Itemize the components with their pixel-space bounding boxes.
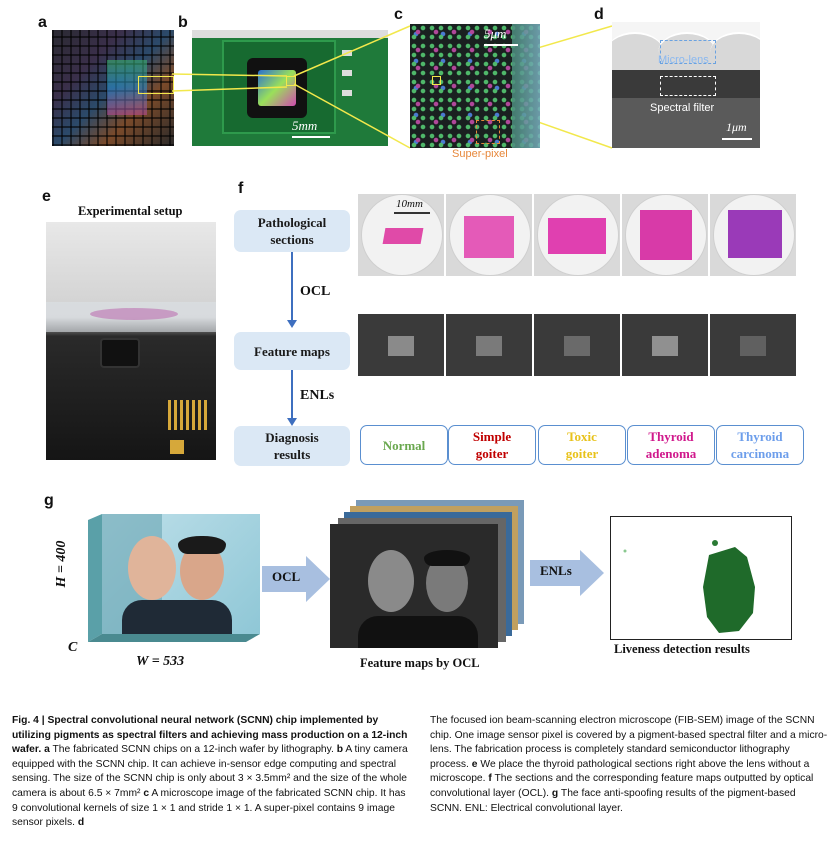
dish-toxic-goiter bbox=[534, 194, 620, 276]
panel-letter-b: b bbox=[178, 14, 188, 31]
ocl-big-arrow bbox=[262, 556, 330, 602]
scale-text-b: 5mm bbox=[292, 118, 318, 133]
figure-caption-left: Fig. 4 | Spectral convolutional neural n… bbox=[12, 714, 410, 831]
liveness-result-image bbox=[610, 516, 792, 640]
caption-a-letter: a bbox=[44, 744, 50, 756]
enls-big-arrow bbox=[530, 550, 604, 596]
scale-bar-b bbox=[292, 136, 330, 138]
channel-label: C bbox=[68, 640, 78, 655]
feature-map-normal bbox=[358, 314, 444, 376]
panel-letter-f: f bbox=[238, 180, 244, 197]
caption-g-letter: g bbox=[551, 787, 559, 799]
caption-f-letter: f bbox=[488, 773, 492, 785]
liveness-caption: Liveness detection results bbox=[614, 642, 750, 656]
fig-number: Fig. 4 | bbox=[12, 715, 45, 726]
caption-d-letter: d bbox=[77, 817, 85, 829]
scale-bar-c bbox=[484, 44, 518, 46]
feature-map-toxic-goiter bbox=[534, 314, 620, 376]
spectral-filter-label: Spectral filter bbox=[650, 102, 715, 114]
dish-thyroid-carcinoma bbox=[710, 194, 796, 276]
ocl-arrow-label: OCL bbox=[272, 569, 301, 584]
figure-caption-right: The focused ion beam-scanning electron m… bbox=[430, 714, 828, 816]
caption-f-text: The sections and the corresponding featu… bbox=[430, 773, 814, 799]
feature-map-thyroid-carcinoma bbox=[710, 314, 796, 376]
scale-bar-f bbox=[394, 212, 430, 214]
feature-map-simple-goiter bbox=[446, 314, 532, 376]
scale-text-f: 10mm bbox=[396, 198, 423, 210]
caption-c-text: A microscope image of the fabricated SCN… bbox=[12, 787, 406, 829]
panel-letter-a: a bbox=[38, 14, 47, 31]
enls-arrow-label: ENLs bbox=[540, 563, 572, 578]
wafer-photo bbox=[52, 30, 174, 146]
panel-letter-g: g bbox=[44, 492, 54, 509]
dish-normal: 10mm bbox=[358, 194, 444, 276]
diagnosis-normal: Normal bbox=[360, 425, 448, 465]
flow-arrowhead-2 bbox=[287, 418, 297, 426]
caption-a-text: The fabricated SCNN chips on a 12-inch w… bbox=[52, 744, 334, 756]
flow-diagnosis-results: Diagnosis results bbox=[234, 426, 350, 466]
flow-arrow-line-1 bbox=[291, 252, 293, 322]
flow-pathological-sections: Pathological sections bbox=[234, 210, 350, 252]
scale-bar-d bbox=[722, 138, 752, 140]
flow-enls-label: ENLs bbox=[300, 388, 335, 403]
dish-simple-goiter bbox=[446, 194, 532, 276]
input-face-image bbox=[102, 514, 260, 634]
caption-b-letter: b bbox=[336, 744, 344, 756]
scale-text-c: 5μm bbox=[484, 26, 507, 41]
caption-b-text: A tiny camera equipped with the SCNN chi… bbox=[12, 744, 408, 799]
width-label: W = 533 bbox=[136, 654, 185, 669]
diagnosis-normal-label: Normal bbox=[382, 437, 426, 453]
caption-e-text: We place the thyroid pathological sectio… bbox=[430, 758, 810, 785]
height-label: H = 400 bbox=[54, 540, 69, 588]
panel-letter-d: d bbox=[594, 6, 604, 23]
sem-image: Micro-lens Spectral filter 1μm bbox=[612, 22, 760, 148]
super-pixel-label: Super-pixel bbox=[452, 148, 508, 160]
experimental-setup-photo bbox=[46, 222, 216, 460]
caption-c-letter: c bbox=[143, 787, 150, 799]
experimental-setup-title: Experimental setup bbox=[78, 204, 183, 218]
input-face-slab bbox=[88, 514, 260, 642]
flow-arrowhead-1 bbox=[287, 320, 297, 328]
fig-title: Spectral convolutional neural network (S… bbox=[12, 715, 408, 756]
panel-letter-c: c bbox=[394, 6, 403, 23]
feature-map-thyroid-adenoma bbox=[622, 314, 708, 376]
scale-text-d: 1μm bbox=[726, 120, 747, 134]
feature-map-face bbox=[330, 524, 498, 648]
flow-feature-maps: Feature maps bbox=[234, 332, 350, 370]
caption-g-text: The face anti-spoofing results of the pi… bbox=[430, 787, 796, 814]
caption-d-text: The focused ion beam-scanning electron m… bbox=[430, 715, 828, 770]
micro-lens-label: Micro-lens bbox=[658, 54, 709, 66]
panel-letter-e: e bbox=[42, 188, 51, 205]
caption-e-letter: e bbox=[471, 758, 478, 770]
flow-arrow-line-2 bbox=[291, 370, 293, 420]
dish-thyroid-adenoma bbox=[622, 194, 708, 276]
microscope-image: 5μm bbox=[410, 24, 540, 148]
feature-maps-caption: Feature maps by OCL bbox=[360, 656, 480, 670]
flow-ocl-label: OCL bbox=[300, 284, 331, 299]
